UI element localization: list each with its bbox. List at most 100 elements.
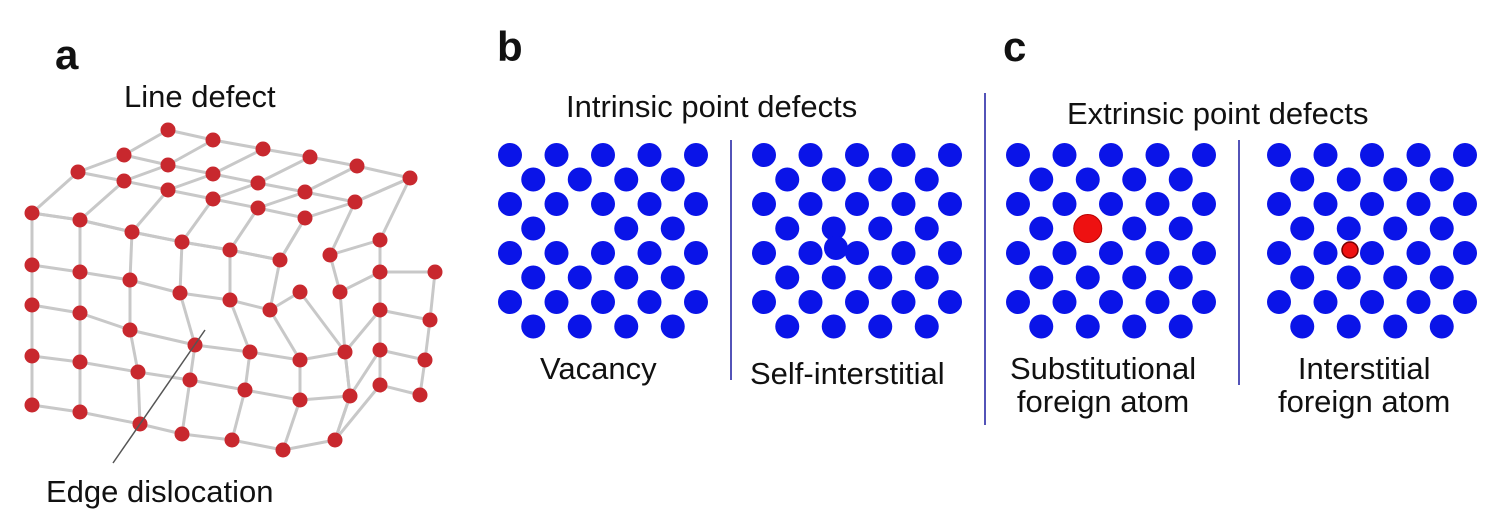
lattice-atom — [591, 241, 615, 265]
crystal-bond — [282, 438, 336, 452]
crystal-bond — [231, 438, 284, 452]
lattice-atom — [1429, 265, 1454, 290]
lattice-atom — [1313, 290, 1338, 314]
crystal-atom — [72, 354, 88, 370]
intrinsic-title: Intrinsic point defects — [566, 89, 858, 124]
crystal-bond — [31, 403, 81, 414]
lattice-atom — [684, 290, 708, 314]
lattice-atom — [891, 143, 916, 167]
crystal-bond — [278, 217, 307, 261]
crystal-bond — [229, 248, 281, 262]
crystal-atom — [130, 364, 146, 380]
lattice-atom — [1075, 167, 1100, 192]
lattice-atom — [1075, 314, 1100, 339]
crystal-bond — [329, 238, 381, 257]
lattice-atom — [775, 314, 800, 339]
crystal-atom — [372, 342, 388, 358]
crystal-bond — [257, 190, 306, 210]
crystal-bond — [298, 291, 347, 353]
lattice-atom — [1145, 290, 1170, 314]
lattice-atom — [521, 314, 546, 339]
crystal-bond — [338, 291, 347, 353]
lattice-atom — [1267, 241, 1291, 265]
crystal-atom — [174, 234, 190, 250]
lattice-atom — [914, 265, 939, 290]
lattice-atom — [938, 290, 962, 314]
lattice-atom — [752, 290, 776, 314]
lattice-atom — [1336, 216, 1361, 241]
lattice-atom — [498, 143, 522, 167]
lattice-atom — [637, 192, 662, 216]
lattice-atom — [1029, 265, 1054, 290]
interstitial-line1: Interstitial — [1297, 351, 1431, 386]
lattice-atom — [938, 241, 962, 265]
crystal-atom — [297, 210, 313, 226]
panel-letter-a: a — [55, 31, 79, 78]
crystal-bond — [257, 206, 306, 220]
crystal-bond — [249, 350, 301, 362]
crystal-atom — [372, 232, 388, 248]
lattice-atom — [591, 290, 615, 314]
lattice-atom — [1006, 290, 1030, 314]
crystal-bond — [379, 348, 426, 362]
crystal-atom — [160, 182, 176, 198]
substitutional-lattice — [1006, 143, 1216, 339]
lattice-atom — [1267, 192, 1291, 216]
lattice-atom — [752, 241, 776, 265]
crystal-bond — [167, 138, 214, 167]
crystal-atom — [237, 382, 253, 398]
crystal-atom — [160, 122, 176, 138]
lattice-atom — [1029, 314, 1054, 339]
crystal-bond — [304, 190, 356, 204]
crystal-atom — [72, 404, 88, 420]
lattice-atom — [1429, 314, 1454, 339]
crystal-bond — [268, 259, 282, 311]
crystal-bond — [167, 188, 214, 201]
crystal-atom — [122, 322, 138, 338]
lattice-atom — [1290, 167, 1315, 192]
lattice-atom — [775, 167, 800, 192]
crystal-atom — [332, 284, 348, 300]
crystal-bond — [212, 138, 264, 151]
crystal-bond — [79, 218, 133, 234]
panel-letter-b: b — [497, 23, 523, 70]
lattice-atom — [1290, 216, 1315, 241]
lattice-atom — [567, 265, 592, 290]
lattice-atom — [1383, 314, 1408, 339]
lattice-atom — [544, 290, 569, 314]
crystal-bond — [244, 388, 301, 402]
lattice-atom — [798, 143, 823, 167]
crystal-atom — [337, 344, 353, 360]
lattice-atom — [1313, 192, 1338, 216]
lattice-atom — [1099, 192, 1123, 216]
crystal-bond — [129, 278, 181, 295]
lattice-atom — [752, 143, 776, 167]
crystal-atom — [327, 432, 343, 448]
lattice-atom — [567, 167, 592, 192]
lattice-atom — [498, 192, 522, 216]
crystal-atom — [122, 272, 138, 288]
crystal-atom — [72, 264, 88, 280]
crystal-bond — [180, 198, 215, 243]
lattice-atom — [891, 192, 916, 216]
lattice-atom — [1006, 241, 1030, 265]
crystal-atom — [24, 348, 40, 364]
foreign-atom-large — [1073, 214, 1103, 243]
crystal-bond — [180, 379, 192, 435]
crystal-atom — [124, 224, 140, 240]
crystal-atom — [292, 392, 308, 408]
crystal-atom — [347, 194, 363, 210]
lattice-atom — [752, 192, 776, 216]
substitutional-line2: foreign atom — [1016, 384, 1190, 420]
panel-letter-c: c — [1003, 23, 1027, 70]
crystal-bond — [181, 432, 233, 442]
lattice-atom — [544, 143, 569, 167]
lattice-atom — [1052, 290, 1077, 314]
lattice-atom — [1192, 241, 1216, 265]
edge-dislocation-label: Edge dislocation — [46, 474, 274, 509]
lattice-atom — [614, 167, 639, 192]
self-interstitial-label: Self-interstitial — [750, 356, 945, 391]
lattice-atom — [1122, 314, 1147, 339]
crystal-bond — [31, 354, 81, 364]
